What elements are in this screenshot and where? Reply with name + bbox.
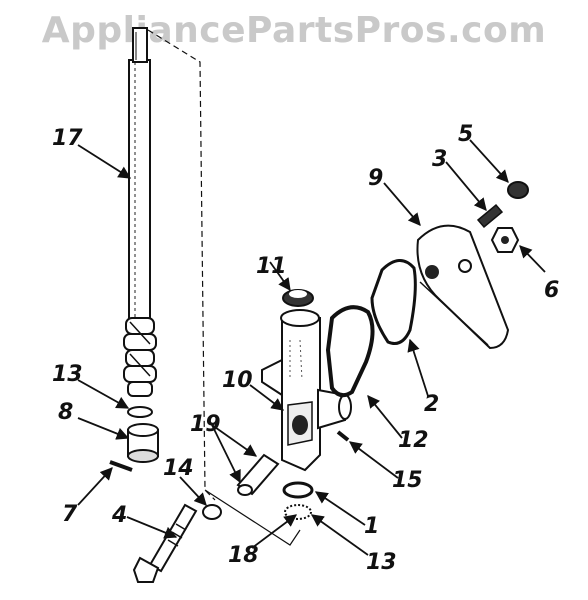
cover-plate-part-9 xyxy=(416,224,510,350)
callout-19: 19 xyxy=(190,412,221,437)
callout-5: 5 xyxy=(458,122,474,147)
washer-part-13-lower xyxy=(284,504,312,520)
screw-part-15 xyxy=(336,430,350,442)
gasket-part-2 xyxy=(370,259,417,345)
washer-part-14 xyxy=(202,504,222,520)
callout-7: 7 xyxy=(62,502,78,527)
callout-6: 6 xyxy=(544,278,560,303)
callout-8: 8 xyxy=(58,400,74,425)
seal-part-1 xyxy=(282,481,314,499)
callout-2: 2 xyxy=(424,392,440,417)
cap-part-11 xyxy=(282,289,314,307)
nut-part-6 xyxy=(490,227,520,253)
leader-lines xyxy=(77,139,546,556)
callout-18: 18 xyxy=(228,543,259,568)
bushing-part-8 xyxy=(127,423,159,463)
gasket-part-12 xyxy=(325,305,375,398)
callout-13-upper: 13 xyxy=(52,362,83,387)
tube-part-19 xyxy=(236,453,280,496)
bolt-part-4 xyxy=(132,503,198,583)
callout-17: 17 xyxy=(52,126,83,151)
callout-10: 10 xyxy=(222,368,253,393)
washer-part-13-upper xyxy=(127,406,153,418)
watermark-text: AppliancePartsPros.com xyxy=(41,10,547,51)
shaft-part-17 xyxy=(123,27,157,397)
pin-part-7 xyxy=(109,460,133,472)
callout-12: 12 xyxy=(398,428,429,453)
callout-15: 15 xyxy=(392,468,423,493)
callout-4: 4 xyxy=(112,503,128,528)
callout-11: 11 xyxy=(256,254,287,279)
callout-1: 1 xyxy=(364,514,380,539)
callout-3: 3 xyxy=(432,147,448,172)
screw-part-3 xyxy=(476,203,504,229)
callout-9: 9 xyxy=(368,166,384,191)
alignment-line xyxy=(147,29,216,501)
bracket-part-18 xyxy=(204,489,301,546)
nut-part-5 xyxy=(507,181,529,199)
callout-13-lower: 13 xyxy=(366,550,397,575)
callout-14: 14 xyxy=(163,456,194,481)
